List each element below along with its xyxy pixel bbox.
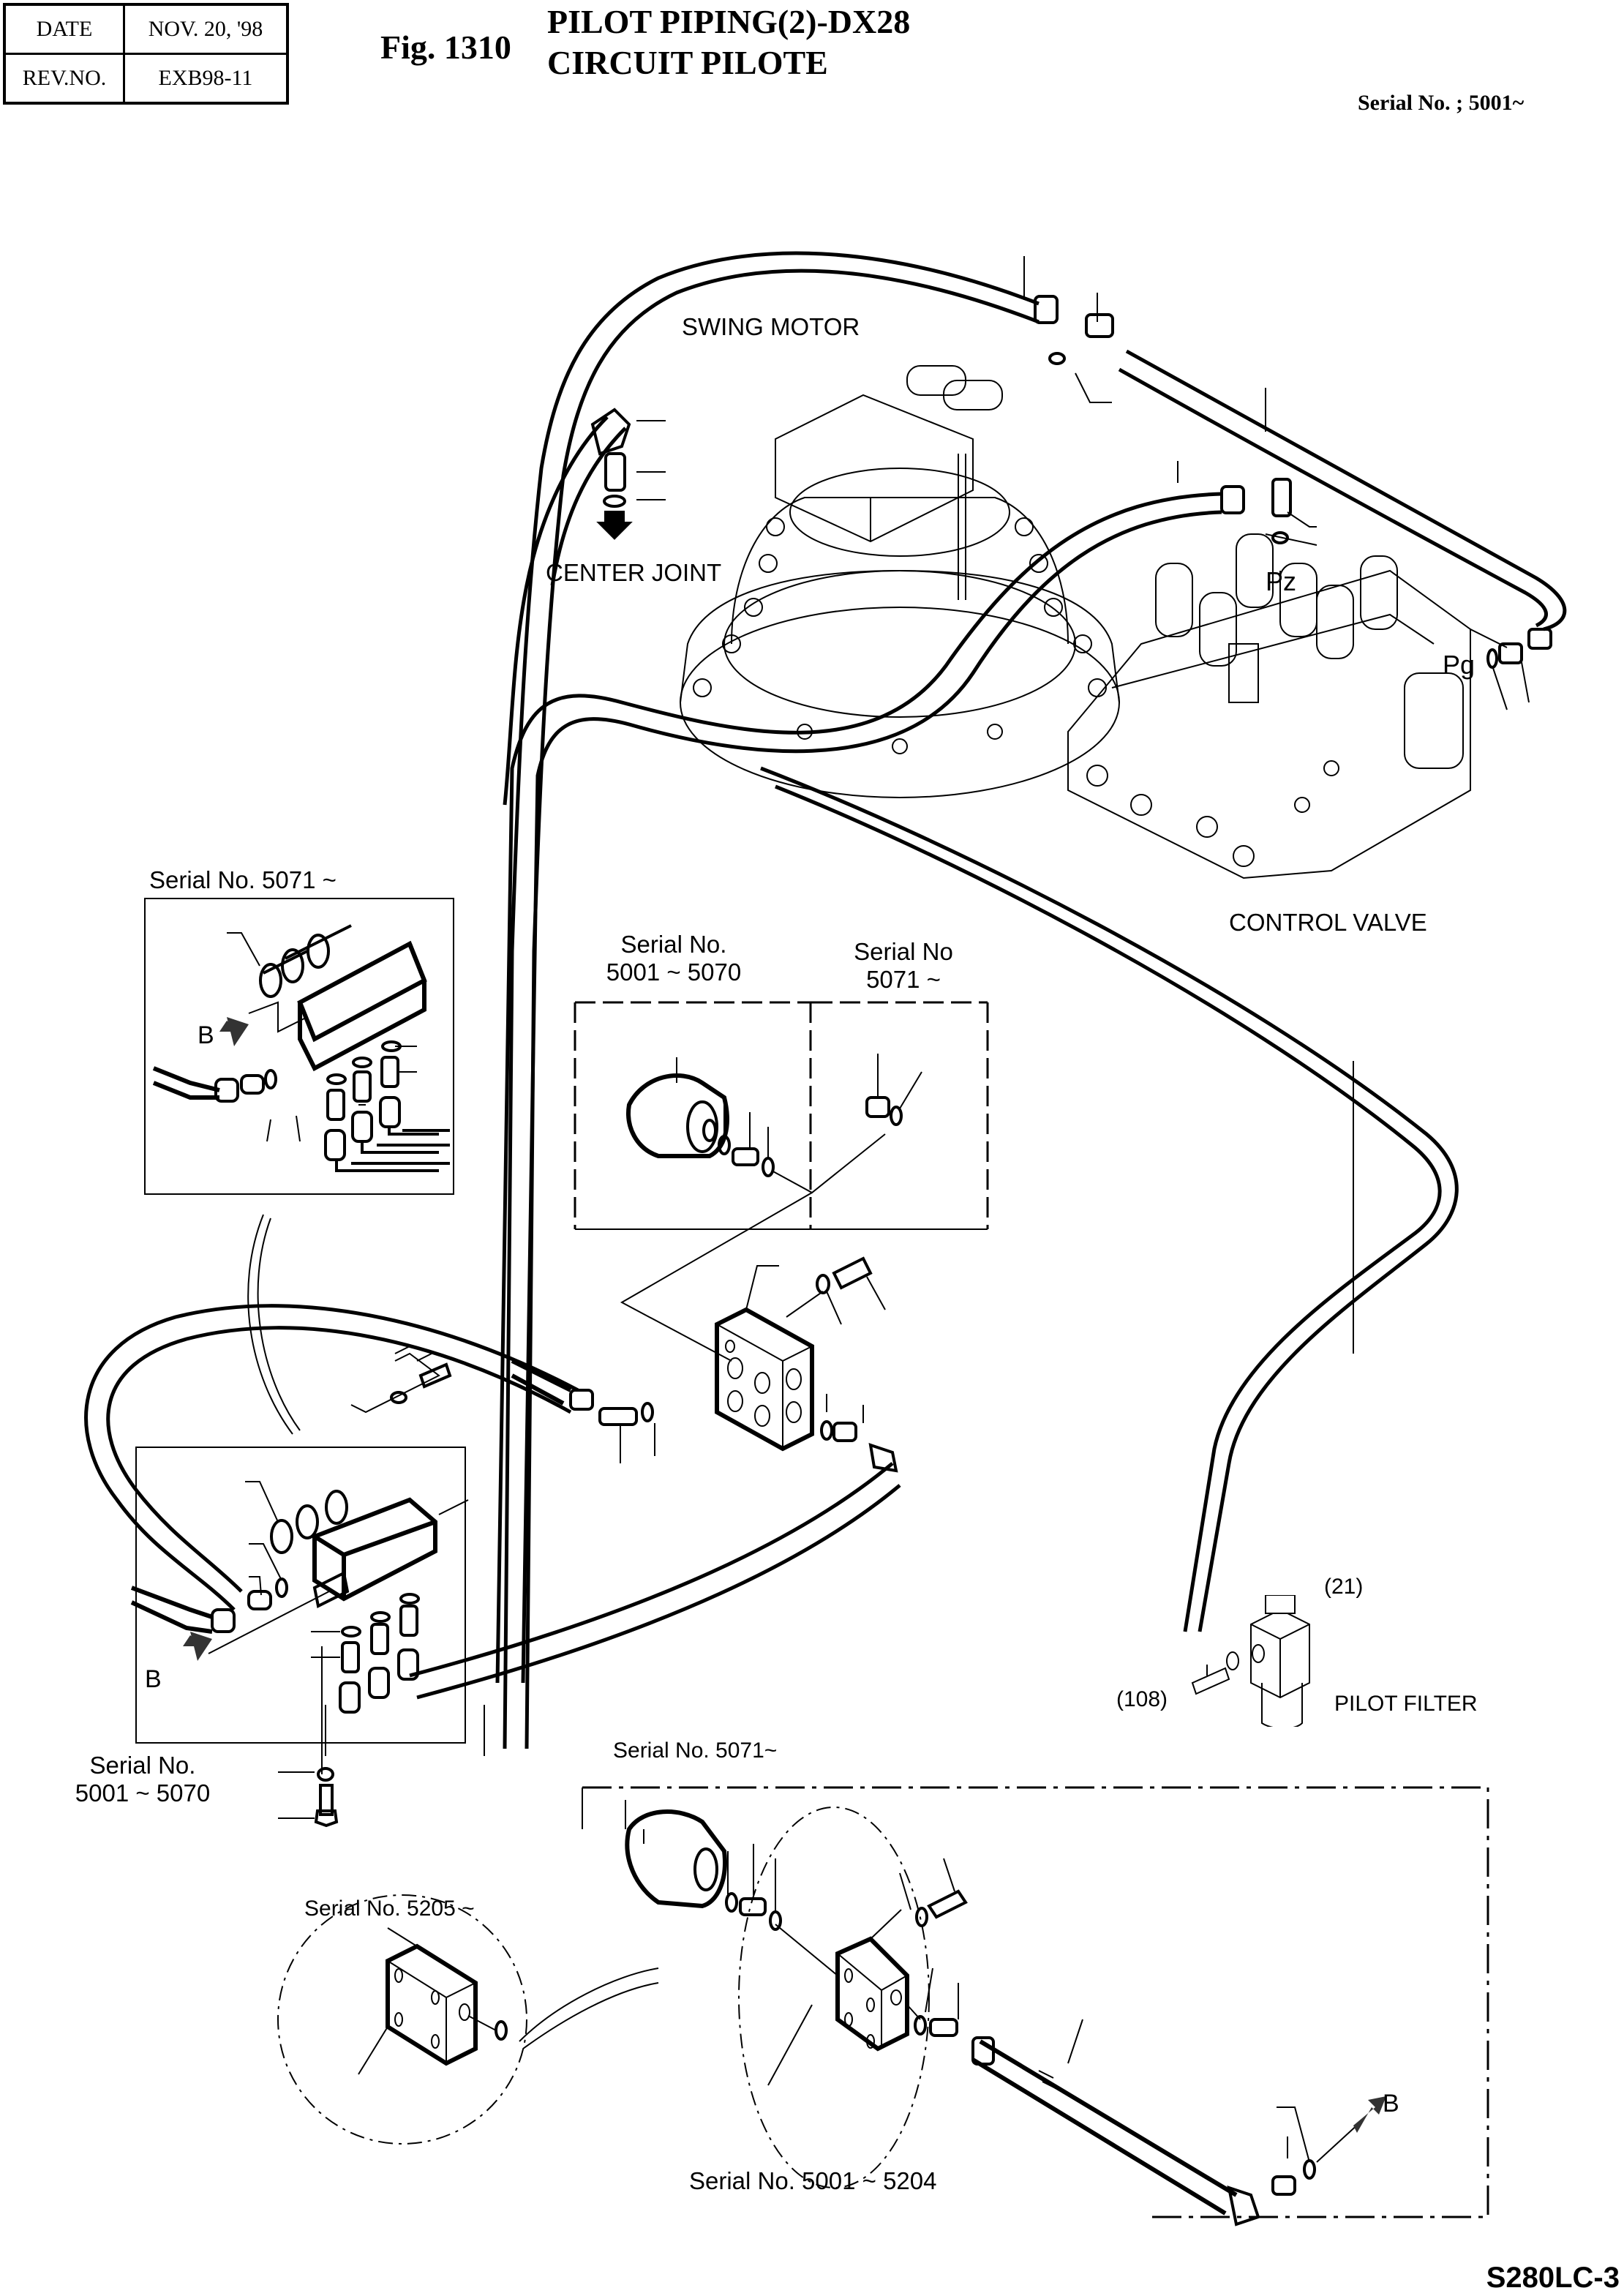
label-pilot-filter: PILOT FILTER [1334,1692,1478,1716]
pilot-block-center [715,1256,898,1473]
rev-value: EXB98-11 [123,53,289,105]
hose-right-pg [1118,349,1567,631]
title-english: PILOT PIPING(2)-DX28 [547,3,911,40]
washer-bolt [278,1646,339,1828]
serial-middle-right-line1: Serial No [854,938,953,965]
swing-motor [680,365,1120,798]
hose-top-arc [503,251,1040,1749]
model-number: S280LC-3 [1486,2262,1620,2294]
hose-swing-to-valve [495,492,1222,1684]
serial-middle-left-line2: 5001 ~ 5070 [606,958,742,986]
inset-circle-5205 [277,1894,659,2145]
serial-middle-left: Serial No. 5001 ~ 5070 [590,931,758,986]
serial-lower-left-line1: Serial No. [89,1752,196,1779]
hose-to-pilot-filter [760,766,1459,1632]
date-label: DATE [3,3,125,55]
hose-lower-right [409,1462,901,1700]
serial-middle-right-line2: 5071 ~ [866,966,941,993]
arrow-b-upper: B [198,1021,214,1049]
inset-upper-left [144,898,454,1195]
ref-108: (108) [1116,1687,1168,1711]
ref-21: (21) [1324,1575,1364,1599]
page-title: PILOT PIPING(2)-DX28 CIRCUIT PILOTE [547,1,910,83]
pilot-filter [1191,1595,1310,1727]
label-center-joint: CENTER JOINT [546,559,722,586]
swing-motor-fittings [1034,295,1292,544]
serial-lower-left: Serial No. 5001 ~ 5070 [59,1752,227,1807]
leader-lines-top [636,256,1530,1354]
port-pz: Pz [1266,566,1297,596]
hose-left-loop [84,1304,579,1611]
serial-lower-left-line2: 5001 ~ 5070 [75,1779,211,1807]
label-swing-motor: SWING MOTOR [682,313,860,340]
tee-fitting [511,1359,655,1463]
revision-table: DATE NOV. 20, '98 REV.NO. EXB98-11 [3,3,289,105]
serial-middle-left-line1: Serial No. [620,931,727,958]
title-french: CIRCUIT PILOTE [547,44,828,81]
rev-label: REV.NO. [3,53,125,105]
serial-upper-left: Serial No. 5071 ~ [149,866,337,893]
serial-bottom-box: Serial No. 5071~ [613,1738,778,1763]
center-joint-fittings [590,408,633,540]
inset-middle [574,1001,989,1362]
serial-range: Serial No. ; 5001~ [1358,91,1525,115]
date-value: NOV. 20, '98 [123,3,289,55]
arrow-b-lower: B [145,1665,162,1693]
serial-bottom-inner: Serial No. 5001 ~ 5204 [689,2167,937,2194]
arrow-b-bottom: B [1383,2090,1399,2117]
inset-lower-left [130,1447,469,1756]
serial-middle-right: Serial No 5071 ~ [834,938,973,994]
control-valve [1067,533,1552,879]
callout-arc [247,1214,293,1435]
inset-bottom [582,1786,1489,2226]
hose-center-joint-left [503,416,627,806]
label-control-valve: CONTROL VALVE [1229,909,1427,936]
port-pg: Pg [1443,650,1475,680]
figure-number: Fig. 1310 [380,29,511,66]
serial-circle-5205: Serial No. 5205 ~ [304,1897,475,1921]
